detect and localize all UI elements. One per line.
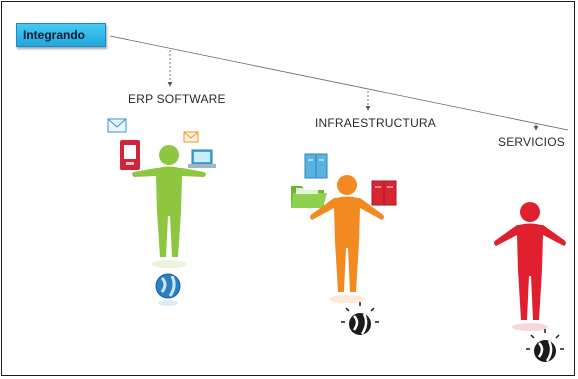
connector-main bbox=[109, 35, 569, 131]
server-rack-icon bbox=[371, 180, 397, 206]
infra-figure-group bbox=[291, 153, 397, 335]
globe-icon bbox=[155, 273, 181, 306]
erp-figure-shadow bbox=[151, 260, 187, 268]
small-envelope-icon bbox=[183, 131, 199, 143]
servicios-person-figure bbox=[494, 202, 566, 320]
laptop-icon bbox=[188, 149, 216, 168]
label-infraestructura: INFRAESTRUCTURA bbox=[315, 116, 437, 130]
folder-icon bbox=[291, 186, 327, 208]
smart-globe-icon bbox=[341, 302, 379, 335]
erp-person-figure bbox=[132, 145, 206, 257]
servicios-figure-group bbox=[494, 202, 566, 362]
erp-figure-group bbox=[107, 118, 216, 306]
envelope-icon bbox=[107, 118, 127, 133]
smart-globe-icon bbox=[526, 329, 564, 362]
infra-figure-shadow bbox=[329, 295, 365, 303]
server-icon bbox=[304, 153, 328, 179]
title-box: Integrando bbox=[16, 23, 106, 47]
servicios-figure-shadow bbox=[512, 323, 548, 331]
label-servicios: SERVICIOS bbox=[498, 135, 565, 149]
phone-icon bbox=[120, 140, 140, 170]
infra-person-figure bbox=[310, 175, 384, 292]
label-erp-software: ERP SOFTWARE bbox=[128, 92, 226, 106]
connector-lines bbox=[109, 35, 569, 131]
